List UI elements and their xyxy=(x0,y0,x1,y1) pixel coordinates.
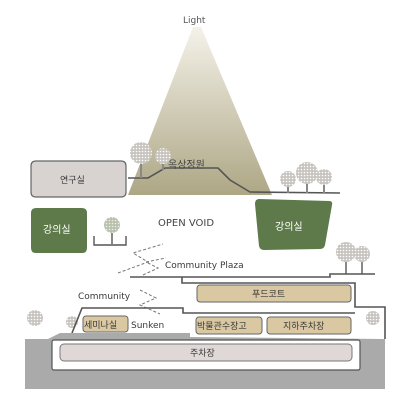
community-flow-line xyxy=(142,257,167,276)
open-void-label: OPEN VOID xyxy=(158,218,214,229)
underground-parking-label: 지하주차장 xyxy=(283,320,324,332)
community-flow-line xyxy=(138,289,161,315)
tree-icon xyxy=(280,171,296,193)
parking-label: 주차장 xyxy=(190,347,215,359)
lecture-room-left-label: 강의실 xyxy=(43,224,71,236)
light-label: Light xyxy=(183,16,206,26)
tree-icon xyxy=(27,310,43,326)
tree-icon xyxy=(155,148,171,170)
lecture-room-right-block xyxy=(255,199,333,250)
museum-storage-label: 박물관수장고 xyxy=(197,321,247,332)
tree-icon xyxy=(130,142,152,178)
food-court-label: 푸드코트 xyxy=(252,289,285,300)
community-plaza-label: Community Plaza xyxy=(165,261,244,271)
sunken-label: Sunken xyxy=(131,321,164,331)
seminar-room-label: 세미나실 xyxy=(84,320,117,331)
tree-icon xyxy=(336,242,356,274)
upper-level-outline xyxy=(181,277,386,339)
plaza-level-outline xyxy=(130,273,375,278)
parking-block xyxy=(59,343,353,362)
research-room-label: 연구실 xyxy=(60,175,85,186)
food-court-block xyxy=(196,284,352,303)
research-room-block xyxy=(30,160,127,198)
rooftop-garden-label: 옥상정원 xyxy=(168,159,205,171)
tree-icon xyxy=(104,217,120,244)
tree-icon xyxy=(316,169,332,193)
community-label: Community xyxy=(78,292,131,302)
community-flow-line xyxy=(117,243,164,274)
museum-storage-block xyxy=(195,316,263,335)
lecture-room-left-block xyxy=(31,208,87,253)
tree-icon xyxy=(366,311,380,325)
seminar-room-block xyxy=(82,315,129,333)
tree-icon xyxy=(354,246,370,274)
underground-parking-block xyxy=(266,316,352,335)
rooftop-outline xyxy=(128,167,341,194)
balcony-outline xyxy=(93,236,127,246)
mid-level-outline xyxy=(71,307,355,334)
tree-icon xyxy=(296,162,318,193)
lecture-room-right-label: 강의실 xyxy=(275,221,303,233)
